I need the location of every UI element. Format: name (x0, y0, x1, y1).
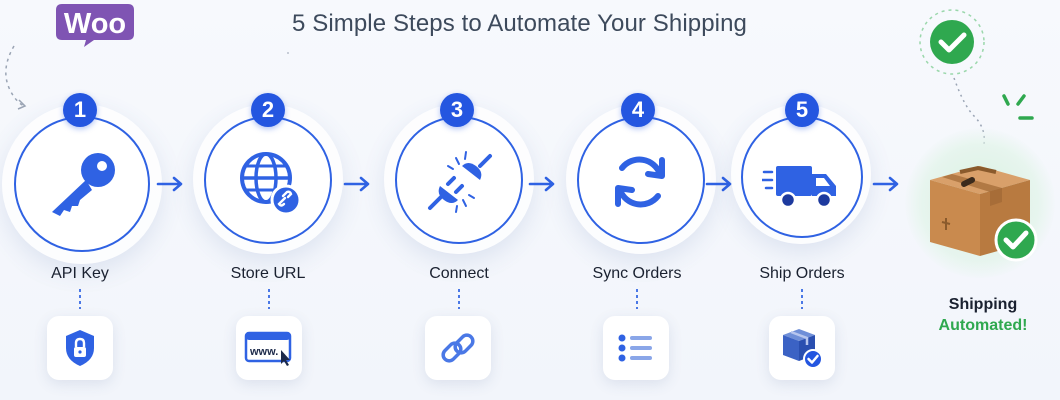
list-icon (618, 334, 652, 362)
success-check-icon (919, 9, 985, 75)
browser-www-icon: www. (244, 331, 292, 366)
arrow-icon (872, 176, 899, 192)
svg-text:Woo: Woo (64, 8, 126, 40)
globe-link-icon (240, 152, 302, 216)
step-number: 1 (63, 93, 97, 127)
step-number: 3 (440, 93, 474, 127)
shield-lock-icon (66, 330, 94, 366)
dotted-connector (636, 289, 638, 309)
step-detail-card (769, 316, 835, 380)
step-number: 2 (251, 93, 285, 127)
arrow-icon (705, 176, 732, 192)
sync-arrows-icon (615, 156, 665, 208)
chain-link-icon (441, 333, 475, 363)
www-text: www. (249, 346, 278, 358)
decorative-dot (287, 52, 289, 54)
step-detail-card (47, 316, 113, 380)
final-label-line1: Shipping (948, 296, 1018, 313)
dotted-connector (458, 289, 460, 309)
step-number: 5 (785, 93, 819, 127)
key-icon (52, 153, 115, 216)
step-label: Store URL (230, 265, 306, 282)
step-label: Sync Orders (592, 265, 682, 282)
arrow-icon (156, 176, 183, 192)
step-detail-card: www. (236, 316, 302, 380)
arrow-icon (343, 176, 370, 192)
page-subtitle: 5 Simple Steps to Automate Your Shipping (292, 10, 747, 37)
delivery-truck-icon (762, 166, 836, 209)
plug-connect-icon (428, 151, 492, 213)
step-detail-card (603, 316, 669, 380)
step-label: Connect (429, 265, 489, 282)
dashed-connector (5, 45, 27, 110)
step-label: API Key (51, 265, 109, 282)
dotted-connector (79, 289, 81, 309)
dotted-connector (268, 289, 270, 309)
woocommerce-logo: Woo (56, 4, 134, 47)
title-remnant (560, 0, 790, 6)
arrow-icon (528, 176, 555, 192)
final-label-line2: Automated! (938, 317, 1028, 334)
cardboard-box-icon (930, 165, 1038, 262)
package-check-icon (783, 329, 823, 369)
step-detail-card (425, 316, 491, 380)
step-label: Ship Orders (759, 265, 845, 282)
step-number: 4 (621, 93, 655, 127)
dotted-connector (953, 77, 986, 145)
sparkle-icon (1002, 94, 1034, 120)
dotted-connector (801, 289, 803, 309)
